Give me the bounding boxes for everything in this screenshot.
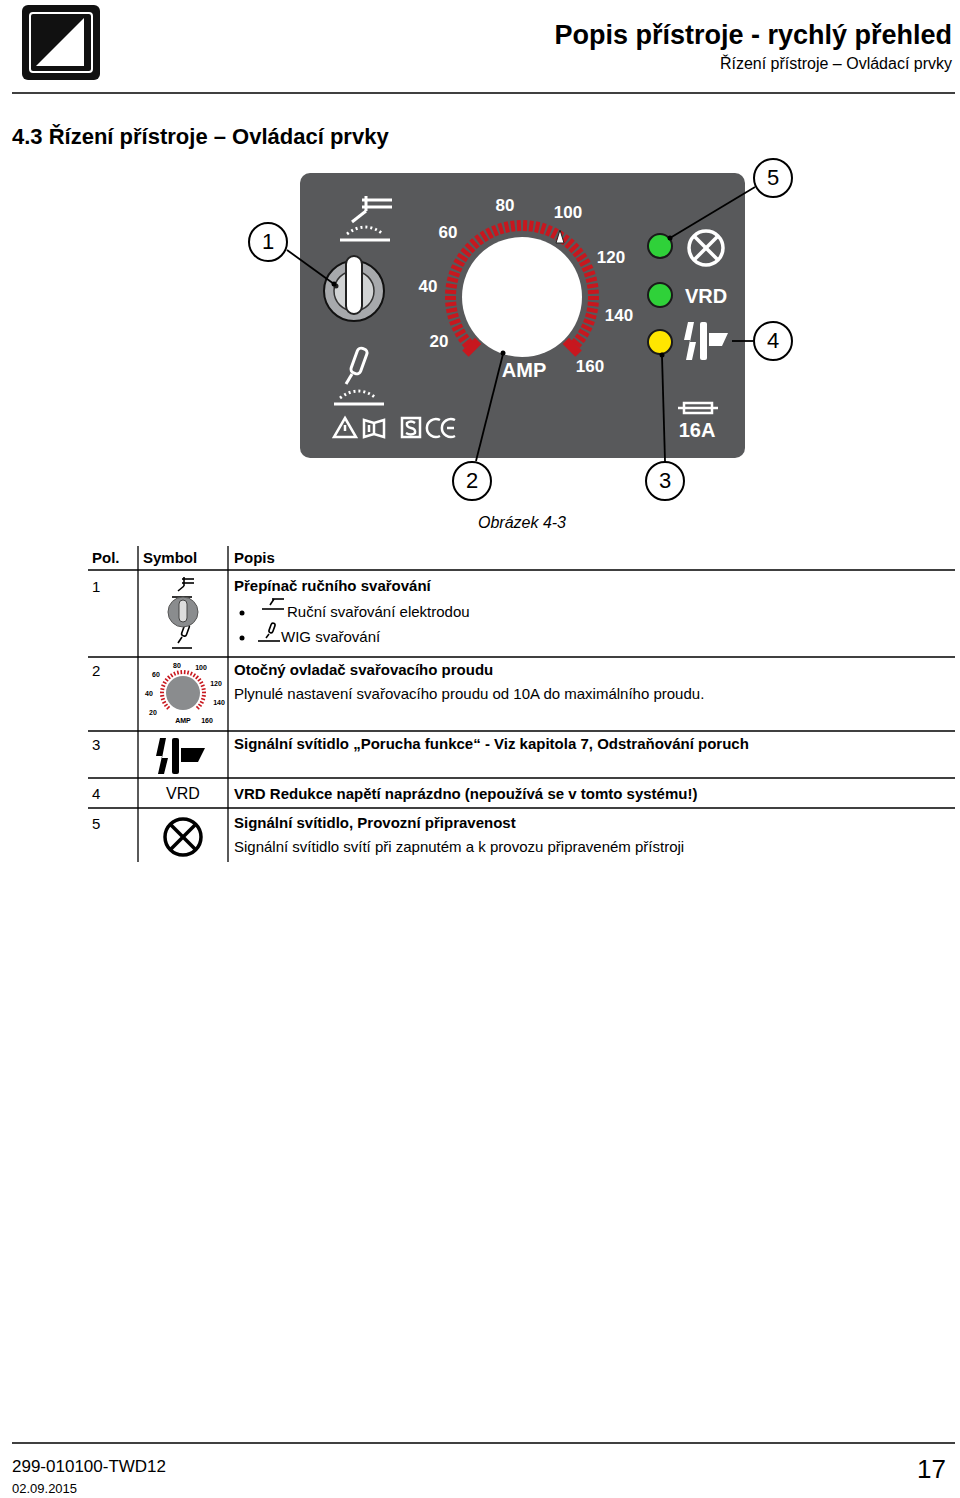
- panel-label: 60: [439, 223, 458, 243]
- table-cell: VRD: [166, 785, 200, 803]
- safety-marks: [334, 418, 455, 437]
- dial-number: AMP: [175, 717, 191, 725]
- panel-label: 100: [554, 203, 582, 223]
- dial-number: 100: [195, 664, 207, 672]
- document-number: 299-010100-TWD12: [12, 1457, 166, 1477]
- table-cell: 2: [92, 662, 100, 679]
- logo: [22, 5, 100, 80]
- callout-number: 4: [767, 328, 779, 353]
- table-cell: 3: [92, 736, 100, 753]
- bullet: [240, 611, 245, 616]
- table-cell: WIG svařování: [281, 628, 380, 645]
- panel-label: AMP: [502, 359, 546, 382]
- dial-number: 20: [149, 709, 157, 717]
- table-cell: VRD Redukce napětí naprázdno (nepoužívá …: [234, 785, 697, 802]
- panel-label: 160: [576, 357, 604, 377]
- lamp-symbol: [165, 819, 201, 855]
- dial-number: 160: [201, 717, 213, 725]
- table-cell: 4: [92, 785, 100, 802]
- document-date: 02.09.2015: [12, 1482, 77, 1497]
- fuse-symbol: [678, 403, 718, 413]
- callout-number: 3: [659, 468, 671, 493]
- callout-number: 2: [452, 461, 492, 501]
- tig-icon: [334, 347, 384, 404]
- table-header: Popis: [234, 549, 275, 566]
- panel-label: 20: [430, 332, 449, 352]
- panel-label: 120: [597, 248, 625, 268]
- current-knob: [462, 237, 582, 357]
- table-cell: Signální svítidlo „Porucha funkce“ - Viz…: [234, 735, 749, 752]
- callout-number: 4: [753, 321, 793, 361]
- panel-label: 80: [496, 196, 515, 216]
- bullet: [240, 636, 245, 641]
- panel-label: 16A: [679, 419, 716, 442]
- leader-lines: [287, 187, 755, 461]
- callout-number: 1: [262, 229, 274, 254]
- fault-symbol: [156, 738, 205, 774]
- table-cell: Otočný ovladač svařovacího proudu: [234, 661, 493, 678]
- running-subtitle: Řízení přístroje – Ovládací prvky: [720, 55, 952, 73]
- small-dial-scale: [160, 670, 206, 709]
- table-cell: 5: [92, 815, 100, 832]
- table-grid: [88, 546, 955, 862]
- dial-number: 120: [210, 680, 222, 688]
- table-cell: Ruční svařování elektrodou: [287, 603, 470, 620]
- fault-symbol: [684, 322, 728, 360]
- ready-led: [648, 234, 672, 258]
- switch-icon: [168, 597, 198, 627]
- lamp-symbol: [689, 231, 723, 265]
- table-cell: 1: [92, 578, 100, 595]
- table-cell: Signální svítidlo svítí při zapnutém a k…: [234, 838, 684, 855]
- callout-number: 5: [767, 165, 779, 190]
- table-cell: Signální svítidlo, Provozní připravenost: [234, 814, 516, 831]
- table-cell: Plynulé nastavení svařovacího proudu od …: [234, 685, 704, 702]
- callout-number: 2: [466, 468, 478, 493]
- control-panel: [300, 173, 745, 458]
- section-heading: 4.3 Řízení přístroje – Ovládací prvky: [12, 124, 389, 149]
- panel-label: 140: [605, 306, 633, 326]
- page-number: 17: [917, 1455, 946, 1485]
- panel-label: 40: [419, 277, 438, 297]
- dial-number: 40: [145, 690, 153, 698]
- table-cell: Přepínač ručního svařování: [234, 577, 431, 594]
- callout-number: 3: [645, 461, 685, 501]
- running-title: Popis přístroje - rychlý přehled: [554, 20, 952, 51]
- dial-number: 140: [213, 699, 225, 707]
- small-knob: [166, 676, 200, 710]
- mma-icon: [340, 196, 392, 240]
- dial-number: 60: [152, 671, 160, 679]
- table-header: Symbol: [143, 549, 197, 566]
- dial-number: 80: [173, 662, 181, 670]
- table-header: Pol.: [92, 549, 120, 566]
- vrd-led: [648, 283, 672, 307]
- figure-caption: Obrázek 4-3: [478, 514, 566, 532]
- control-panel: 20 40 60 80 100 120 140 160 AMP VRD 16A: [300, 173, 745, 458]
- callout-number: 1: [248, 222, 288, 262]
- fault-led: [648, 330, 672, 354]
- callout-number: 5: [753, 158, 793, 198]
- panel-label: VRD: [685, 285, 727, 308]
